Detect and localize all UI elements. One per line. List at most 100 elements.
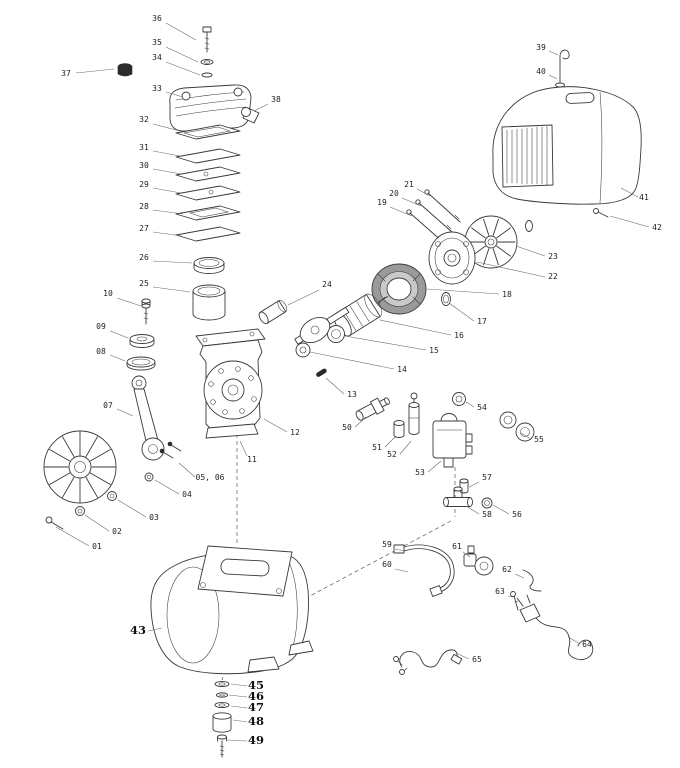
part-label-62: 62 — [502, 565, 512, 574]
leader-line-29 — [152, 187, 182, 194]
crank-sleeve-24 — [258, 300, 288, 325]
leader-line-07 — [116, 408, 134, 417]
leader-line-26 — [152, 260, 193, 264]
leader-line-48 — [232, 719, 248, 723]
part-label-16: 16 — [454, 331, 464, 340]
part-label-17: 17 — [477, 317, 487, 326]
leader-line-32 — [152, 123, 181, 132]
connecting-rod-07 — [131, 375, 165, 461]
part-label-10: 10 — [103, 289, 113, 298]
leader-line-49 — [226, 739, 248, 742]
part-label-21: 21 — [404, 180, 414, 189]
piston-disc-08 — [126, 356, 156, 371]
elbow-fitting-38 — [241, 107, 260, 124]
foot-hardware-45-49 — [212, 680, 232, 758]
shroud-hook-39-40 — [555, 49, 570, 88]
part-label-40: 40 — [536, 67, 546, 76]
leader-line-37 — [75, 68, 115, 74]
leader-line-46 — [228, 694, 248, 698]
leader-line-14 — [309, 351, 395, 370]
leader-line-09 — [109, 330, 129, 339]
leader-line-62 — [514, 573, 525, 579]
check-valve-50 — [355, 397, 390, 421]
leader-line-55 — [520, 432, 532, 440]
part-label-54: 54 — [477, 403, 487, 412]
leader-line-60 — [394, 568, 409, 573]
tank-43 — [150, 545, 314, 675]
leader-line-64 — [567, 636, 581, 645]
part-label-65: 65 — [472, 655, 482, 664]
leader-line-17 — [448, 302, 475, 322]
leader-line-38 — [253, 103, 269, 112]
power-cord-64 — [516, 594, 594, 661]
part-label-19: 19 — [377, 198, 387, 207]
leader-line-59 — [394, 548, 405, 552]
pressure-switch-53 — [432, 413, 473, 468]
leader-line-19 — [389, 206, 413, 217]
leader-line-05-06 — [178, 462, 196, 478]
part-label-31: 31 — [139, 143, 149, 152]
plug-56 — [481, 497, 493, 509]
part-label-15: 15 — [429, 346, 439, 355]
cylinder-head-33 — [169, 84, 252, 132]
fitting-51 — [393, 420, 405, 438]
leader-line-04 — [154, 479, 180, 495]
leader-line-03 — [117, 499, 147, 518]
safety-valve-52 — [408, 392, 420, 435]
part-label-38: 38 — [271, 95, 281, 104]
gasket-stack — [175, 124, 241, 242]
part-label-13: 13 — [347, 390, 357, 399]
wire-62 — [522, 569, 542, 592]
leader-line-35 — [165, 46, 199, 63]
nut-04 — [144, 472, 154, 482]
flywheel-bolt-01 — [45, 516, 64, 530]
part-label-48: 48 — [248, 714, 264, 728]
washer-14 — [295, 342, 311, 358]
crankshaft — [294, 306, 350, 345]
regulator-61 — [463, 545, 494, 576]
part-label-50: 50 — [342, 423, 352, 432]
part-label-61: 61 — [452, 542, 462, 551]
cylinder-sleeve-26 — [193, 257, 225, 274]
shaft-key-13 — [316, 368, 327, 377]
shroud-41 — [492, 86, 642, 205]
part-label-33: 33 — [152, 84, 162, 93]
leader-line-24 — [287, 289, 320, 306]
leader-line-53 — [427, 460, 442, 473]
leader-line-58 — [465, 505, 480, 515]
leader-line-23 — [515, 245, 546, 257]
cylinder-25 — [192, 284, 226, 321]
knob-54 — [452, 392, 466, 406]
part-label-03: 03 — [149, 513, 159, 522]
leader-line-51 — [384, 435, 397, 448]
leader-line-41 — [620, 187, 639, 198]
part-label-39: 39 — [536, 43, 546, 52]
part-label-01: 01 — [92, 542, 102, 551]
part-label-37: 37 — [61, 69, 71, 78]
part-label-25: 25 — [139, 279, 149, 288]
part-label-52: 52 — [387, 450, 397, 459]
leader-line-45 — [230, 683, 248, 687]
part-label-56: 56 — [512, 510, 522, 519]
part-label-05-06: 05, 06 — [196, 473, 225, 482]
part-label-58: 58 — [482, 510, 492, 519]
piston-disc-09 — [129, 334, 155, 348]
part-label-60: 60 — [382, 560, 392, 569]
part-label-18: 18 — [502, 290, 512, 299]
part-label-24: 24 — [322, 280, 332, 289]
shroud-screw-42 — [593, 208, 609, 218]
part-label-28: 28 — [139, 202, 149, 211]
part-label-35: 35 — [152, 38, 162, 47]
leader-line-18 — [426, 288, 500, 295]
leader-line-54 — [465, 401, 475, 408]
leader-line-21 — [416, 188, 431, 197]
crankcase-12 — [195, 328, 266, 439]
part-label-53: 53 — [415, 468, 425, 477]
part-label-02: 02 — [112, 527, 122, 536]
leader-line-11 — [239, 440, 248, 457]
leader-line-65 — [455, 652, 470, 660]
part-label-11: 11 — [247, 455, 257, 464]
part-label-04: 04 — [182, 490, 192, 499]
part-label-41: 41 — [639, 193, 649, 202]
